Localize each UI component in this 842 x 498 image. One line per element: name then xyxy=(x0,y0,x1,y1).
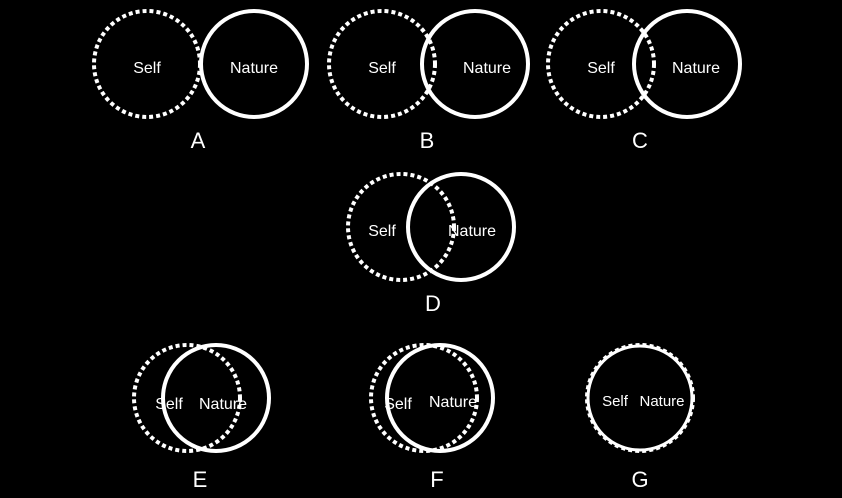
nature-label: Nature xyxy=(230,60,278,77)
nature-circle xyxy=(385,343,495,453)
nature-circle xyxy=(420,9,530,119)
nature-circle xyxy=(199,9,309,119)
diagram-letter: B xyxy=(420,128,435,153)
self-circle xyxy=(132,343,242,453)
diagram-d: Self Nature D xyxy=(346,172,516,316)
nature-label: Nature xyxy=(199,396,247,413)
nature-circle xyxy=(586,344,694,452)
nature-label: Nature xyxy=(429,394,477,411)
self-label: Self xyxy=(368,60,396,77)
diagram-letter: C xyxy=(632,128,648,153)
diagram-letter: E xyxy=(193,467,208,492)
self-label: Self xyxy=(587,60,615,77)
self-circle xyxy=(546,9,656,119)
nature-circle xyxy=(161,343,271,453)
diagram-letter: F xyxy=(430,467,443,492)
diagram-b: Self Nature B xyxy=(327,9,530,153)
nature-label: Nature xyxy=(463,60,511,77)
diagram-g: Self Nature G xyxy=(585,343,695,492)
self-circle xyxy=(327,9,437,119)
self-circle xyxy=(346,172,456,282)
diagram-letter: A xyxy=(191,128,206,153)
nature-label: Nature xyxy=(448,223,496,240)
nature-circle xyxy=(632,9,742,119)
self-label: Self xyxy=(602,393,629,410)
diagram-f: Self Nature F xyxy=(369,343,495,492)
self-label: Self xyxy=(384,396,412,413)
self-label: Self xyxy=(133,60,161,77)
self-circle xyxy=(369,343,479,453)
self-label: Self xyxy=(368,223,396,240)
diagram-letter: D xyxy=(425,291,441,316)
diagram-e: Self Nature E xyxy=(132,343,271,492)
diagram-a: Self Nature A xyxy=(92,9,309,153)
nature-label: Nature xyxy=(639,393,684,410)
diagram-letter: G xyxy=(631,467,648,492)
diagram-c: Self Nature C xyxy=(546,9,742,153)
self-label: Self xyxy=(155,396,183,413)
nature-label: Nature xyxy=(672,60,720,77)
nature-circle xyxy=(406,172,516,282)
